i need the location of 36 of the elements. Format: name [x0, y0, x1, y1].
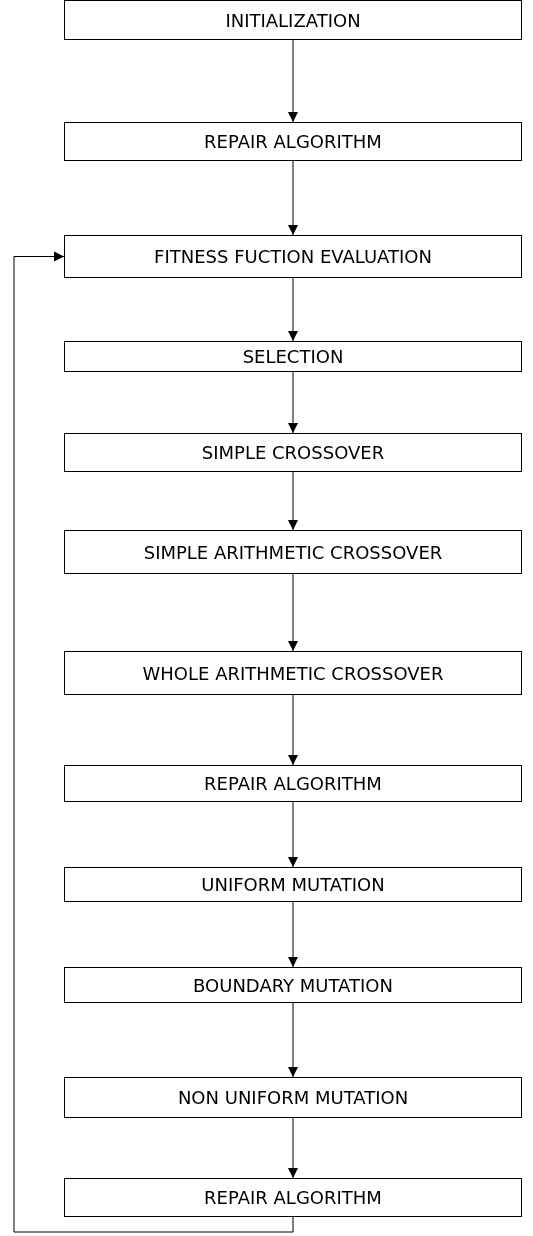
box-label: SIMPLE ARITHMETIC CROSSOVER: [143, 541, 443, 563]
process-box: [64, 235, 522, 278]
process-box: [64, 0, 522, 40]
arrow: [288, 694, 298, 766]
box-label: REPAIR ALGORITHM: [204, 773, 382, 794]
arrow: [288, 160, 298, 236]
arrow: [288, 277, 298, 342]
box-label: SIMPLE CROSSOVER: [201, 442, 385, 463]
arrow: [288, 1117, 298, 1179]
arrow: [288, 1002, 298, 1078]
arrow: [288, 573, 298, 652]
box-label: BOUNDARY MUTATION: [193, 974, 393, 996]
process-box: [64, 341, 522, 372]
box-label: INITIALIZATION: [225, 9, 361, 31]
arrow: [13, 251, 294, 1233]
arrow: [288, 801, 298, 868]
box-label: SELECTION: [242, 346, 344, 367]
process-box: [64, 867, 522, 902]
arrow: [288, 39, 298, 123]
process-box: [64, 433, 522, 472]
arrow: [288, 901, 298, 968]
process-box: [64, 765, 522, 802]
process-box: [64, 651, 522, 695]
box-label: NON UNIFORM MUTATION: [177, 1087, 409, 1108]
box-label: FITNESS FUCTION EVALUATION: [154, 246, 432, 267]
process-box: [64, 967, 522, 1003]
arrow: [288, 371, 298, 434]
box-label: WHOLE ARITHMETIC CROSSOVER: [142, 662, 444, 684]
process-box: [64, 1178, 522, 1217]
process-box: [64, 1077, 522, 1118]
arrow: [288, 471, 298, 531]
process-box: [64, 122, 522, 161]
box-label: REPAIR ALGORITHM: [204, 131, 382, 152]
process-box: [64, 530, 522, 574]
box-label: REPAIR ALGORITHM: [204, 1187, 382, 1208]
box-label: UNIFORM MUTATION: [201, 874, 385, 895]
